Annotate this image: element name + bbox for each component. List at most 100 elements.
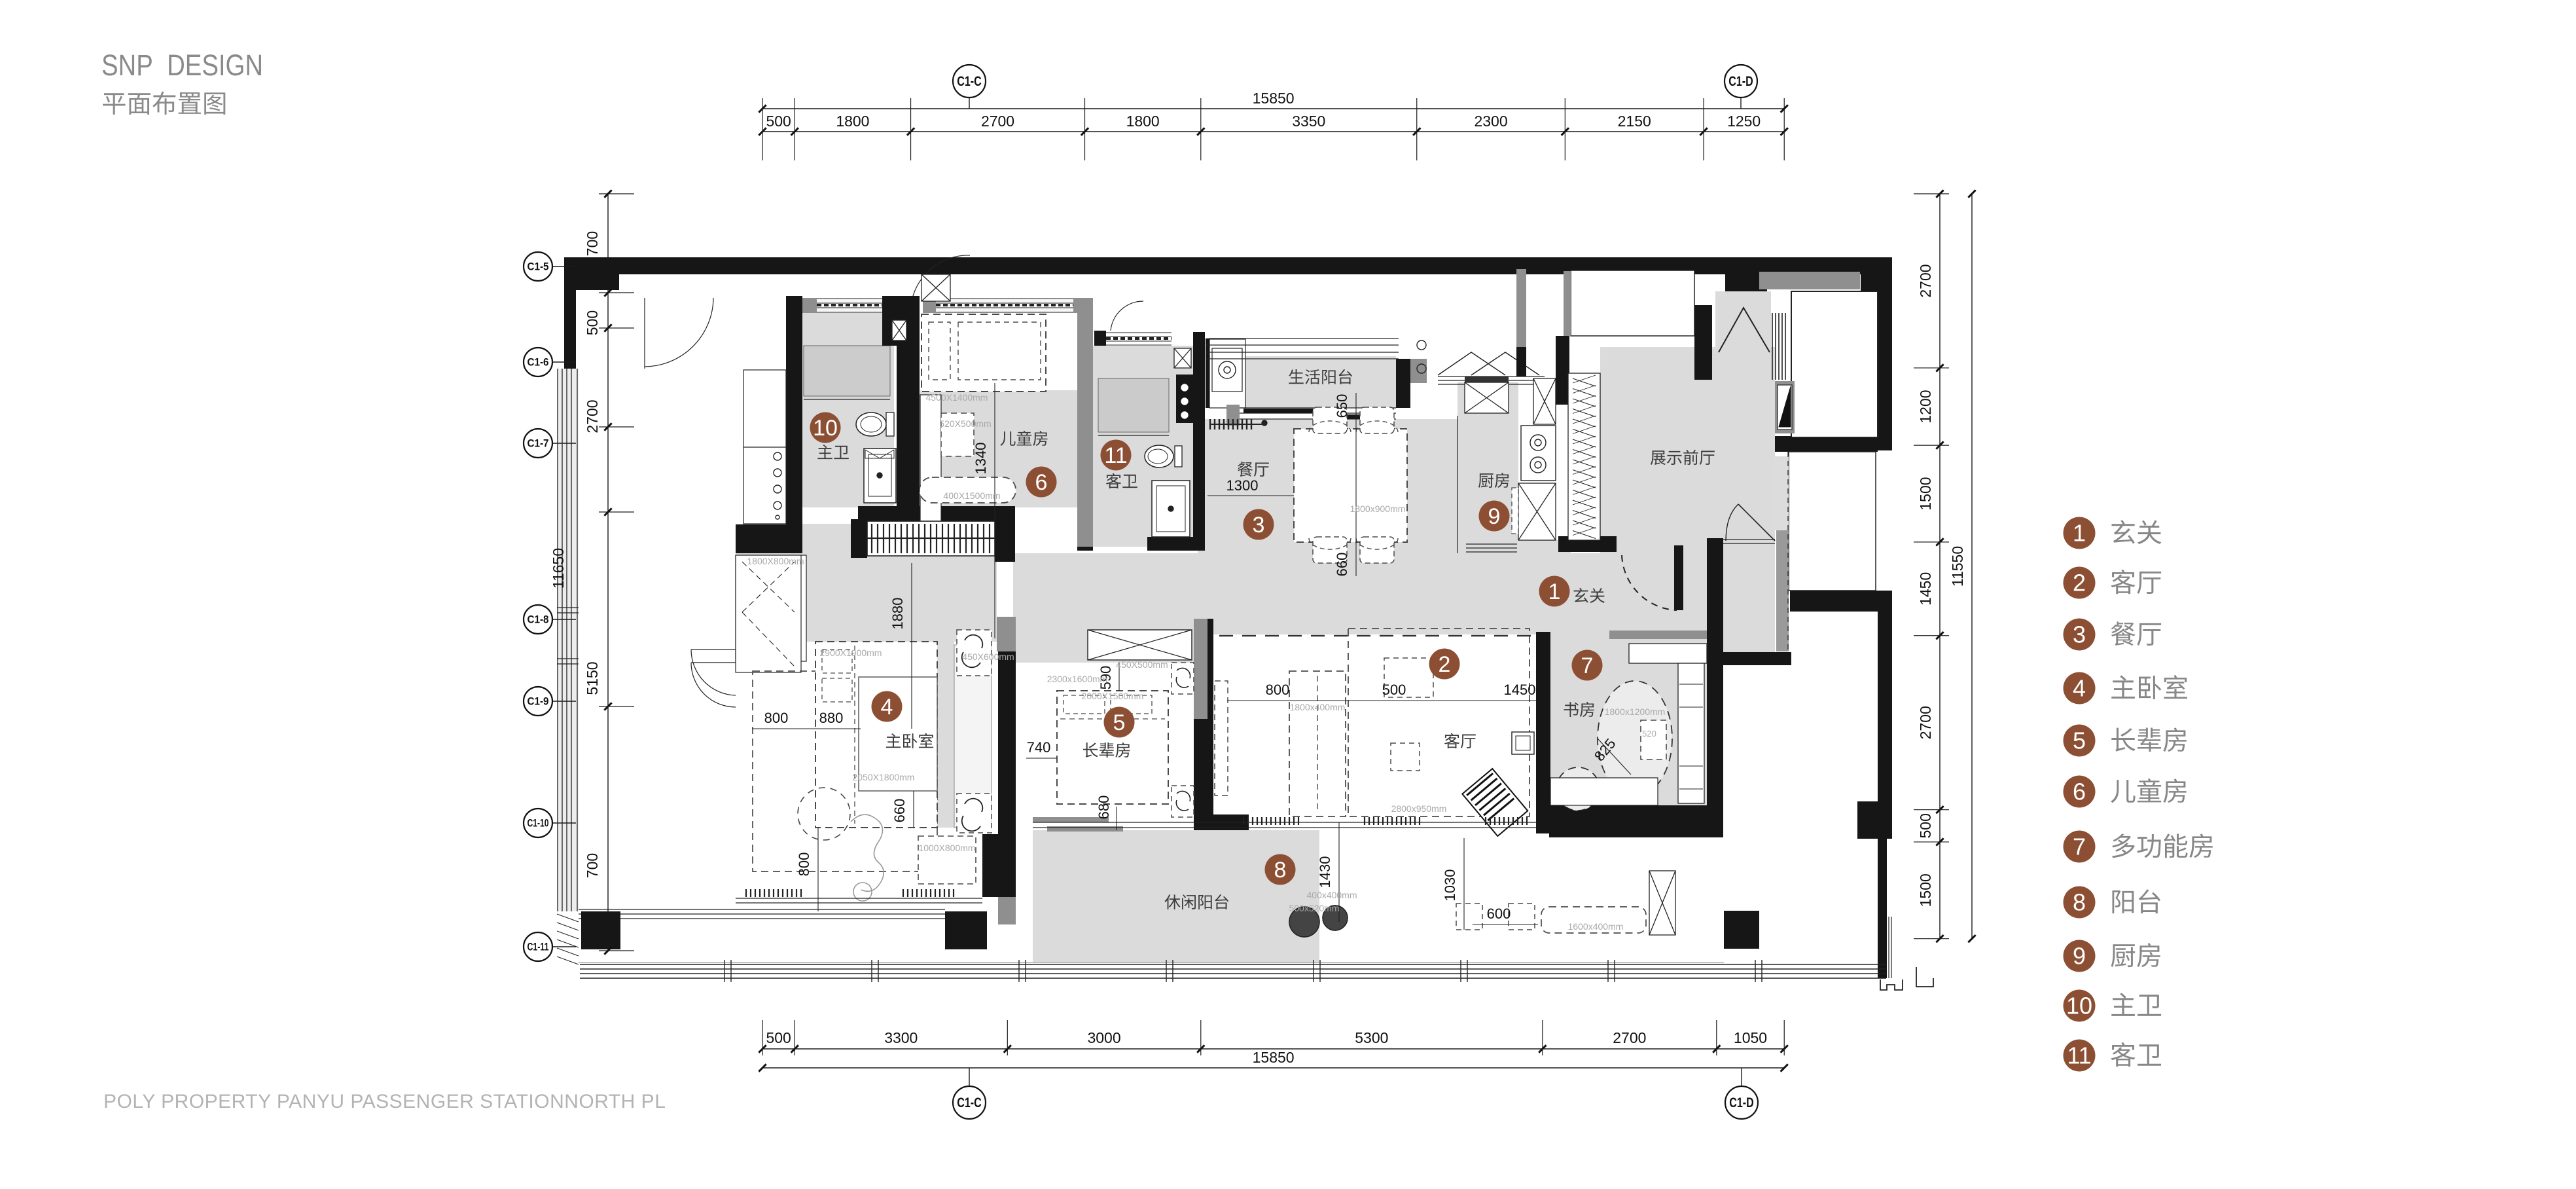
svg-text:500: 500 bbox=[1917, 813, 1934, 838]
svg-text:C1-D: C1-D bbox=[1729, 1095, 1754, 1110]
svg-text:450X500mm: 450X500mm bbox=[1116, 659, 1168, 670]
svg-text:660: 660 bbox=[891, 799, 908, 823]
svg-text:2700: 2700 bbox=[1917, 264, 1934, 297]
svg-text:7: 7 bbox=[1581, 653, 1594, 678]
svg-text:2300: 2300 bbox=[1474, 113, 1507, 130]
svg-text:520: 520 bbox=[1642, 729, 1656, 739]
svg-text:1000X800mm: 1000X800mm bbox=[918, 843, 975, 853]
svg-text:C1-10: C1-10 bbox=[528, 817, 549, 830]
svg-text:880: 880 bbox=[819, 710, 844, 726]
svg-text:5: 5 bbox=[1113, 710, 1126, 735]
svg-text:600: 600 bbox=[1487, 905, 1511, 922]
svg-text:1800: 1800 bbox=[1126, 113, 1160, 130]
svg-text:POLY PROPERTY PANYU PASSENGER: POLY PROPERTY PANYU PASSENGER STATIONNOR… bbox=[103, 1091, 666, 1112]
svg-text:660: 660 bbox=[1334, 553, 1350, 577]
svg-text:9: 9 bbox=[2073, 943, 2086, 970]
svg-text:1800x900mm: 1800x900mm bbox=[1350, 503, 1406, 514]
svg-text:C1-6: C1-6 bbox=[528, 356, 549, 369]
svg-text:C1-7: C1-7 bbox=[528, 437, 549, 450]
svg-text:500: 500 bbox=[584, 310, 601, 335]
svg-text:1050: 1050 bbox=[1734, 1029, 1767, 1046]
svg-text:2: 2 bbox=[1439, 652, 1451, 677]
svg-text:500: 500 bbox=[766, 1029, 791, 1046]
svg-text:2700: 2700 bbox=[1613, 1029, 1646, 1046]
svg-text:1800x400mm: 1800x400mm bbox=[1290, 702, 1346, 712]
svg-text:700: 700 bbox=[584, 231, 601, 256]
svg-text:1800x1200mm: 1800x1200mm bbox=[1605, 706, 1666, 717]
svg-text:400x400mm: 400x400mm bbox=[1306, 890, 1357, 900]
svg-text:520X500mm: 520X500mm bbox=[939, 418, 991, 429]
svg-text:1300: 1300 bbox=[1226, 477, 1259, 494]
svg-text:6: 6 bbox=[1035, 470, 1048, 495]
svg-text:15850: 15850 bbox=[1253, 1049, 1295, 1066]
svg-text:700: 700 bbox=[584, 853, 601, 878]
svg-text:1500: 1500 bbox=[1917, 477, 1934, 510]
svg-text:590: 590 bbox=[1098, 666, 1114, 690]
svg-text:11: 11 bbox=[1104, 443, 1127, 468]
svg-text:1500: 1500 bbox=[1917, 873, 1934, 907]
svg-text:5: 5 bbox=[2073, 727, 2086, 754]
svg-text:680: 680 bbox=[1096, 796, 1112, 820]
svg-text:2000X1500mm: 2000X1500mm bbox=[1082, 691, 1144, 701]
svg-text:800: 800 bbox=[1266, 682, 1290, 698]
svg-text:1800: 1800 bbox=[836, 113, 869, 130]
svg-text:11550: 11550 bbox=[1949, 546, 1966, 587]
svg-text:2150: 2150 bbox=[1618, 113, 1651, 130]
svg-text:2900X1900mm: 2900X1900mm bbox=[820, 648, 882, 658]
svg-text:1: 1 bbox=[2073, 520, 2086, 547]
svg-text:2700: 2700 bbox=[1917, 706, 1934, 739]
svg-text:10: 10 bbox=[813, 416, 838, 441]
svg-text:15850: 15850 bbox=[1253, 90, 1295, 107]
svg-text:5300: 5300 bbox=[1355, 1029, 1388, 1046]
svg-text:1450: 1450 bbox=[1504, 682, 1536, 698]
svg-text:2: 2 bbox=[2073, 570, 2086, 596]
svg-text:3350: 3350 bbox=[1292, 113, 1325, 130]
svg-text:11650: 11650 bbox=[550, 548, 567, 589]
svg-text:C1-11: C1-11 bbox=[528, 941, 549, 953]
svg-text:8: 8 bbox=[2073, 889, 2086, 916]
svg-text:9: 9 bbox=[1488, 504, 1501, 529]
svg-text:6: 6 bbox=[2073, 778, 2086, 805]
svg-text:800: 800 bbox=[796, 852, 812, 877]
svg-text:1600x400mm: 1600x400mm bbox=[1568, 921, 1624, 932]
svg-text:4: 4 bbox=[881, 695, 893, 720]
svg-text:500: 500 bbox=[1382, 682, 1406, 698]
svg-text:4: 4 bbox=[2073, 675, 2086, 702]
svg-text:500x520mm: 500x520mm bbox=[1289, 903, 1339, 913]
svg-text:1880: 1880 bbox=[889, 598, 906, 630]
svg-text:11: 11 bbox=[2067, 1042, 2091, 1069]
svg-text:2700: 2700 bbox=[584, 399, 601, 433]
svg-text:1800X800mm: 1800X800mm bbox=[747, 556, 804, 566]
svg-text:2700: 2700 bbox=[981, 113, 1014, 130]
svg-text:C1-8: C1-8 bbox=[528, 613, 549, 626]
svg-text:3: 3 bbox=[1253, 513, 1265, 538]
svg-text:7: 7 bbox=[2073, 833, 2086, 860]
svg-text:C1-C: C1-C bbox=[957, 74, 982, 89]
svg-text:3000: 3000 bbox=[1087, 1029, 1120, 1046]
svg-text:1430: 1430 bbox=[1317, 856, 1333, 888]
svg-text:10: 10 bbox=[2066, 993, 2092, 1019]
svg-text:C1-9: C1-9 bbox=[528, 695, 549, 708]
svg-text:4500X1400mm: 4500X1400mm bbox=[926, 392, 988, 403]
svg-text:3: 3 bbox=[2073, 621, 2086, 648]
svg-text:8: 8 bbox=[1274, 858, 1287, 883]
svg-text:1: 1 bbox=[1548, 579, 1561, 604]
svg-text:C1-C: C1-C bbox=[957, 1095, 982, 1110]
svg-text:C1-5: C1-5 bbox=[528, 261, 549, 273]
svg-text:1030: 1030 bbox=[1442, 869, 1458, 902]
svg-text:1200: 1200 bbox=[1917, 390, 1934, 423]
svg-text:SNP DESIGN: SNP DESIGN bbox=[101, 48, 263, 82]
svg-text:3300: 3300 bbox=[884, 1029, 918, 1046]
svg-text:650: 650 bbox=[1334, 394, 1350, 418]
svg-text:1340: 1340 bbox=[973, 443, 989, 475]
svg-text:740: 740 bbox=[1027, 739, 1051, 756]
svg-text:2050X1800mm: 2050X1800mm bbox=[853, 772, 915, 782]
svg-text:1450: 1450 bbox=[1917, 572, 1934, 606]
svg-text:1250: 1250 bbox=[1727, 113, 1761, 130]
svg-text:C1-D: C1-D bbox=[1728, 74, 1753, 89]
svg-text:800: 800 bbox=[764, 710, 789, 726]
svg-text:5150: 5150 bbox=[584, 661, 601, 695]
svg-text:450X600mm: 450X600mm bbox=[962, 651, 1014, 662]
svg-text:2800x950mm: 2800x950mm bbox=[1391, 803, 1447, 814]
svg-text:500: 500 bbox=[766, 113, 791, 130]
